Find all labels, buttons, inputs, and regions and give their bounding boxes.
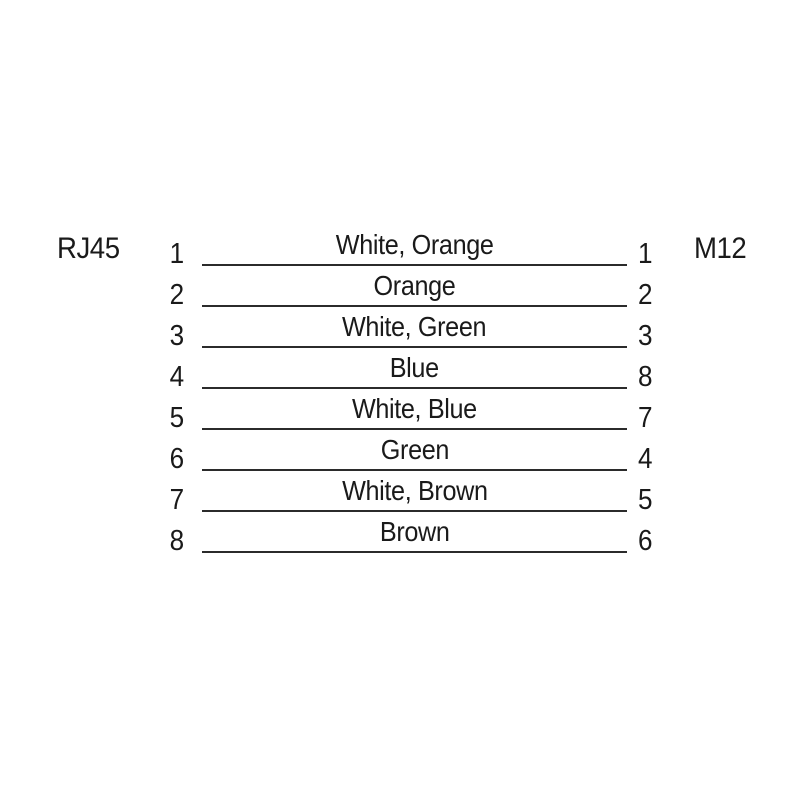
right-pin-number: 7 [638, 402, 653, 434]
wire-color-label-text: Orange [373, 270, 456, 301]
left-pin-number: 6 [169, 443, 185, 475]
right-pin-number: 4 [638, 443, 653, 475]
wire-color-label: Green [202, 436, 627, 464]
wire-color-label: White, Orange [202, 231, 627, 259]
left-pin-number: 1 [169, 238, 185, 270]
wire-color-label-text: White, Orange [335, 229, 494, 260]
wire-connection-line [202, 346, 627, 348]
right-connector-title: M12 [694, 232, 747, 265]
left-pin-number: 5 [169, 402, 185, 434]
wire-color-label-text: Green [380, 434, 449, 465]
wire-color-label: Blue [202, 354, 627, 382]
wire-color-label: Brown [202, 518, 627, 546]
right-pin-number: 5 [638, 484, 653, 516]
wire-color-label-text: White, Green [342, 311, 487, 342]
wire-connection-line [202, 264, 627, 266]
wire-connection-line [202, 428, 627, 430]
right-pin-number: 1 [638, 238, 653, 270]
wire-color-label-text: Brown [379, 516, 450, 547]
wire-connection-line [202, 305, 627, 307]
wire-color-label: White, Blue [202, 395, 627, 423]
left-pin-number: 8 [169, 525, 185, 557]
wire-connection-line [202, 469, 627, 471]
left-pin-number: 2 [169, 279, 185, 311]
wire-color-label: White, Green [202, 313, 627, 341]
wire-color-label-text: White, Brown [341, 475, 488, 506]
right-pin-number: 3 [638, 320, 653, 352]
left-connector-title: RJ45 [57, 232, 120, 265]
wire-connection-line [202, 387, 627, 389]
wire-color-label-text: Blue [389, 352, 439, 383]
wire-color-label-text: White, Blue [352, 393, 477, 424]
wire-connection-line [202, 510, 627, 512]
right-pin-number: 8 [638, 361, 653, 393]
right-pin-number: 2 [638, 279, 653, 311]
left-pin-number: 3 [169, 320, 185, 352]
wire-connection-line [202, 551, 627, 553]
left-pin-number: 4 [169, 361, 185, 393]
wire-color-label: White, Brown [202, 477, 627, 505]
wire-color-label: Orange [202, 272, 627, 300]
left-pin-number: 7 [169, 484, 185, 516]
right-pin-number: 6 [638, 525, 653, 557]
